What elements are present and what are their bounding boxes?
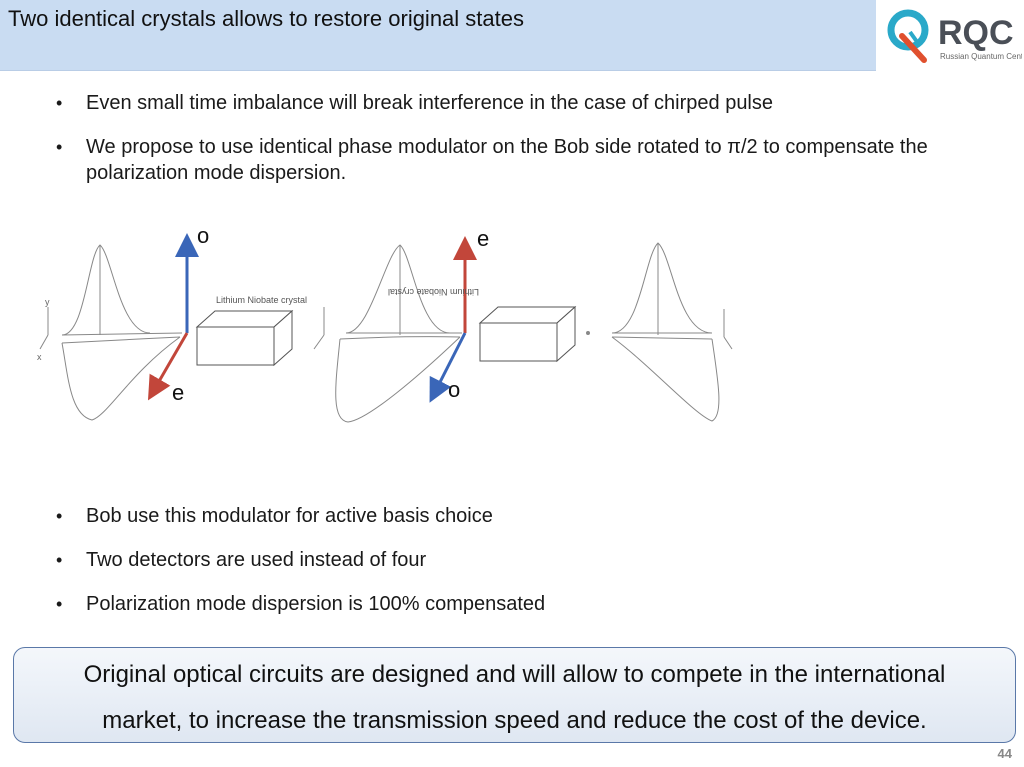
title-bar: Two identical crystals allows to restore… (0, 0, 876, 71)
e-label: e (172, 380, 184, 405)
bottom-bullet-list: • Bob use this modulator for active basis… (56, 503, 1016, 635)
crystal-label-1: Lithium Niobate crystal (216, 295, 307, 305)
e-axis-arrow (147, 332, 189, 401)
o-axis-arrow-2 (429, 332, 467, 403)
pulse-sketch-right (586, 242, 733, 422)
bullet-item: • Even small time imbalance will break in… (56, 90, 1016, 116)
top-bullet-list: • Even small time imbalance will break in… (56, 90, 1016, 204)
bullet-dot: • (56, 93, 63, 113)
bullet-dot: • (56, 550, 63, 570)
crystal-box-2 (478, 305, 577, 363)
bullet-text: Two detectors are used instead of four (86, 549, 427, 571)
summary-line-1: Original optical circuits are designed a… (83, 661, 946, 688)
page-number: 44 (997, 746, 1012, 761)
bullet-item: • We propose to use identical phase modul… (56, 134, 1016, 186)
bullet-dot: • (56, 594, 63, 614)
bullet-item: • Bob use this modulator for active basis… (56, 503, 1016, 529)
pulse-sketch-left (39, 244, 183, 421)
logo-subtitle: Russian Quantum Center (940, 52, 1022, 61)
axis-y-label: y (45, 297, 50, 307)
o-label-2: o (448, 377, 460, 402)
e-label-2: e (477, 226, 489, 251)
bullet-dot: • (56, 506, 63, 526)
o-label: o (197, 223, 209, 248)
summary-line-2: market, to increase the transmission spe… (102, 707, 927, 734)
rqc-logo: RQC Russian Quantum Center (880, 2, 1024, 68)
summary-callout: Original optical circuits are designed a… (13, 647, 1016, 743)
logo-text: RQC (938, 14, 1014, 52)
slide-title: Two identical crystals allows to restore… (8, 6, 524, 31)
bullet-text: Polarization mode dispersion is 100% com… (86, 593, 546, 615)
crystal-label-2: Lithium Niobate crystal (388, 287, 479, 297)
crystal-box-1 (195, 309, 294, 367)
pulse-sketch-middle (313, 244, 462, 423)
bullet-text: Even small time imbalance will break int… (86, 92, 774, 114)
axis-x-label: x (37, 352, 42, 362)
crystal-diagram: y x o e Lithium Niobate crystal e o (0, 215, 760, 430)
bullet-text: Bob use this modulator for active basis … (86, 505, 493, 527)
bullet-dot: • (56, 137, 63, 157)
bullet-item: • Polarization mode dispersion is 100% co… (56, 591, 1016, 617)
bullet-text: We propose to use identical phase modula… (86, 136, 928, 184)
bullet-item: • Two detectors are used instead of four (56, 547, 1016, 573)
